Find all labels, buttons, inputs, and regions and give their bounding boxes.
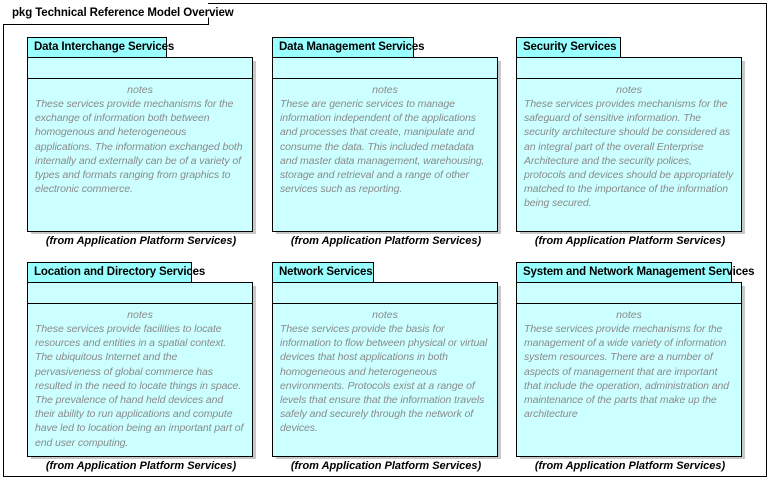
package-empty-compartment	[28, 58, 252, 79]
notes-label: notes	[372, 84, 398, 96]
package-name-label: Data Management Services	[279, 41, 425, 53]
notes-label: notes	[127, 84, 153, 96]
notes-label: notes	[372, 309, 398, 321]
package-security-services[interactable]: notes These services provides mechanisms…	[516, 37, 745, 247]
package-caption: (from Application Platform Services)	[534, 235, 726, 247]
package-body[interactable]: notes These services provide mechanisms …	[27, 57, 253, 232]
package-empty-compartment	[517, 283, 741, 304]
package-network-services[interactable]: notes These services provide the basis f…	[272, 262, 501, 472]
frame-tab-mask	[4, 3, 208, 5]
package-name-tab[interactable]: System and Network Management Services	[516, 262, 755, 283]
package-empty-compartment	[517, 58, 741, 79]
package-name-tab[interactable]: Data Interchange Services	[27, 37, 174, 58]
notes-text: These services provides mechanisms for t…	[524, 98, 734, 210]
notes-text: These services provide mechanisms for th…	[524, 323, 729, 421]
package-notes-compartment: notes These services provides mechanisms…	[517, 79, 741, 231]
package-caption: (from Application Platform Services)	[290, 460, 482, 472]
package-name-tab[interactable]: Security Services	[516, 37, 621, 58]
notes-label: notes	[616, 84, 642, 96]
package-caption: (from Application Platform Services)	[45, 460, 237, 472]
package-name-tab[interactable]: Location and Directory Services	[27, 262, 205, 283]
package-notes-compartment: notes These services provide the basis f…	[273, 304, 497, 456]
notes-text: These services provide facilities to loc…	[35, 323, 244, 449]
package-body[interactable]: notes These services provide the basis f…	[272, 282, 498, 457]
package-body[interactable]: notes These are generic services to mana…	[272, 57, 498, 232]
package-empty-compartment	[273, 283, 497, 304]
notes-text: These services provide the basis for inf…	[280, 323, 488, 435]
package-body[interactable]: notes These services provide mechanisms …	[516, 282, 742, 457]
package-data-interchange-services[interactable]: notes These services provide mechanisms …	[27, 37, 256, 247]
package-name-label: System and Network Management Services	[523, 266, 755, 278]
package-system-and-network-management-services[interactable]: notes These services provide mechanisms …	[516, 262, 755, 472]
package-location-and-directory-services[interactable]: notes These services provide facilities …	[27, 262, 256, 472]
package-name-tab[interactable]: Network Services	[272, 262, 374, 283]
notes-label: notes	[616, 309, 642, 321]
package-name-label: Location and Directory Services	[34, 266, 206, 278]
package-notes-compartment: notes These services provide facilities …	[28, 304, 252, 456]
package-empty-compartment	[273, 58, 497, 79]
notes-text: These are generic services to manage inf…	[280, 98, 485, 196]
package-notes-compartment: notes These services provide mechanisms …	[517, 304, 741, 456]
package-caption: (from Application Platform Services)	[534, 460, 726, 472]
notes-text: These services provide mechanisms for th…	[35, 98, 243, 196]
package-name-label: Security Services	[523, 41, 617, 53]
package-empty-compartment	[28, 283, 252, 304]
package-notes-compartment: notes These services provide mechanisms …	[28, 79, 252, 231]
package-caption: (from Application Platform Services)	[290, 235, 482, 247]
diagram-title: pkg Technical Reference Model Overview	[12, 7, 234, 19]
package-body[interactable]: notes These services provide facilities …	[27, 282, 253, 457]
package-name-label: Data Interchange Services	[34, 41, 175, 53]
package-name-tab[interactable]: Data Management Services	[272, 37, 424, 58]
uml-package-frame: pkg Technical Reference Model Overview n…	[3, 3, 767, 477]
package-name-label: Network Services	[279, 266, 373, 278]
package-body[interactable]: notes These services provides mechanisms…	[516, 57, 742, 232]
notes-label: notes	[127, 309, 153, 321]
package-notes-compartment: notes These are generic services to mana…	[273, 79, 497, 231]
package-caption: (from Application Platform Services)	[45, 235, 237, 247]
package-data-management-services[interactable]: notes These are generic services to mana…	[272, 37, 501, 247]
